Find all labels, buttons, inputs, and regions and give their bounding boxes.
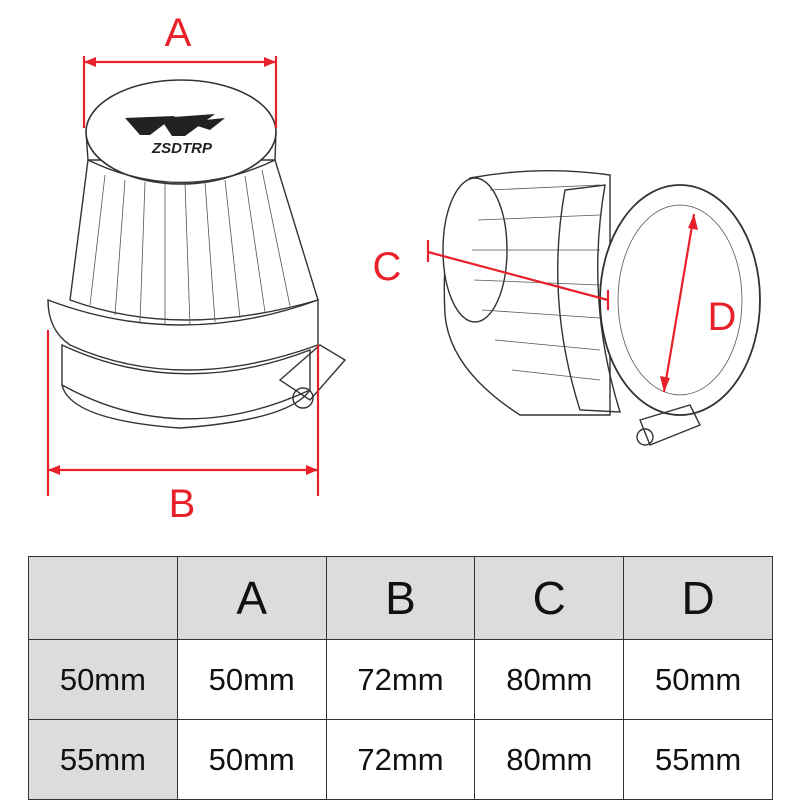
dimension-b: B — [46, 330, 320, 526]
column-header-b: B — [325, 556, 476, 640]
table-corner-cell — [28, 556, 178, 640]
dimension-c-label: C — [373, 245, 402, 289]
table-row: 50mm 50mm 72mm 80mm 50mm — [28, 639, 773, 720]
size-table-grid: A B C D 50mm 50mm 72mm 80mm 50mm 55mm 50… — [28, 556, 773, 800]
brand-logo: ZSDTRP — [125, 114, 225, 157]
table-header-row: A B C D — [28, 556, 773, 640]
table-cell: 50mm — [176, 639, 327, 720]
column-header-d: D — [623, 556, 773, 640]
row-size-label: 50mm — [28, 639, 178, 720]
dimension-c: C — [373, 240, 610, 310]
filter-front-view: ZSDTRP — [47, 79, 347, 429]
size-table: A B C D 50mm 50mm 72mm 80mm 50mm 55mm 50… — [28, 556, 773, 800]
dimension-b-label: B — [169, 482, 196, 526]
logo-text: ZSDTRP — [151, 140, 213, 157]
air-filter-diagram: ZSDTRP A — [46, 11, 761, 526]
table-cell: 72mm — [325, 719, 476, 800]
table-cell: 80mm — [474, 719, 625, 800]
dimension-d-label: D — [708, 295, 737, 339]
column-header-a: A — [176, 556, 327, 640]
dimension-a-label: A — [165, 11, 192, 55]
table-cell: 50mm — [623, 639, 773, 720]
dimension-d: D — [660, 213, 737, 393]
table-cell: 55mm — [623, 719, 773, 800]
table-cell: 50mm — [176, 719, 327, 800]
column-header-c: C — [474, 556, 625, 640]
dimension-a: A — [82, 11, 278, 128]
row-size-label: 55mm — [28, 719, 178, 800]
table-cell: 72mm — [325, 639, 476, 720]
table-cell: 80mm — [474, 639, 625, 720]
table-row: 55mm 50mm 72mm 80mm 55mm — [28, 719, 773, 800]
